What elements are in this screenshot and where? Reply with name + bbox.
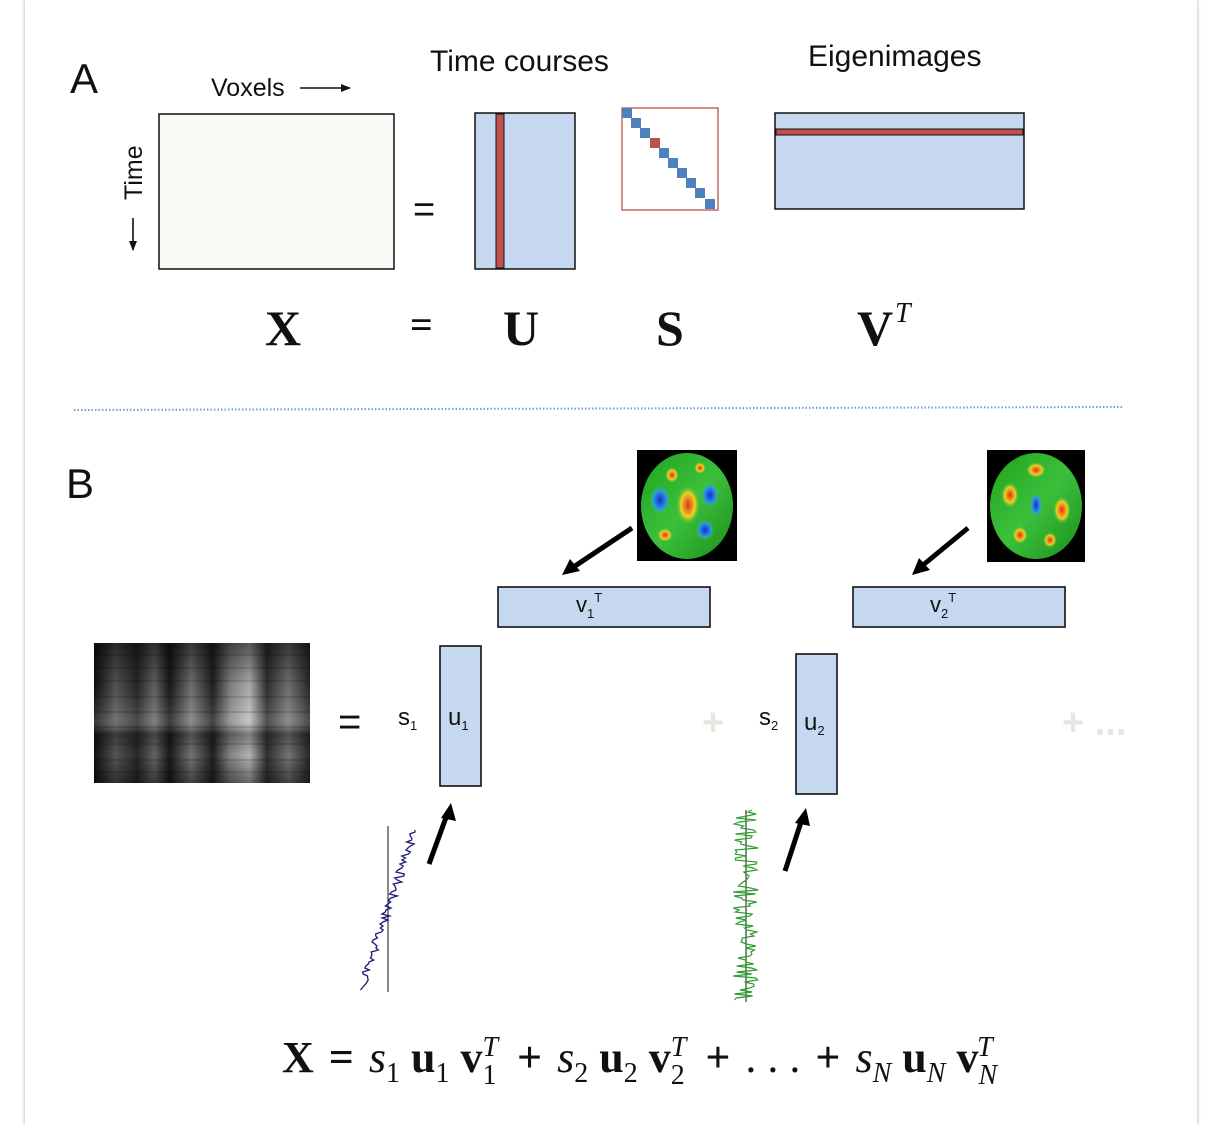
u-highlight-column <box>495 113 505 269</box>
panel-a-label: A <box>70 55 98 102</box>
arrow-tc2-to-u2 <box>782 818 805 872</box>
eq-x: X <box>265 300 301 356</box>
brain-image-1 <box>637 450 737 561</box>
s-diagonal <box>622 108 715 209</box>
panel-b-label: B <box>66 460 94 507</box>
eq-u: U <box>503 300 539 356</box>
bottom-formula: X = s1 u1 v1T + s2 u2 v2T + . . . + sN u… <box>282 1017 998 1092</box>
u-matrix <box>474 112 576 270</box>
panel-a-equals: = <box>413 189 435 231</box>
u2-label: u2 <box>804 709 825 738</box>
u2-box <box>795 653 838 795</box>
panel-b-equals: = <box>338 700 361 744</box>
u1-label: u1 <box>448 704 469 733</box>
timecourse-1-plot <box>359 826 416 992</box>
eigenimages-label: Eigenimages <box>808 40 981 73</box>
eq-v: V <box>857 300 893 356</box>
v1t-label: v1T <box>576 590 602 621</box>
s1-label: s1 <box>398 704 417 733</box>
v2t-box <box>852 586 1066 628</box>
timecourse-2-plot <box>732 809 760 1002</box>
time-courses-label: Time courses <box>430 45 609 78</box>
plus-1: + <box>702 702 724 744</box>
voxels-label: Voxels <box>211 74 285 102</box>
arrow-brain1-head <box>562 559 580 575</box>
u1-box <box>439 645 482 787</box>
panel-divider <box>73 406 1124 411</box>
data-matrix-x <box>158 113 395 270</box>
eq-equals: = <box>410 302 433 347</box>
v1t-box <box>497 586 711 628</box>
fmri-data-image <box>94 643 310 783</box>
eq-v-sup: T <box>895 298 913 329</box>
plus-more: + ... <box>1062 702 1126 744</box>
s2-label: s2 <box>759 704 778 733</box>
arrow-tc1-to-u1 <box>426 811 451 865</box>
eq-s: S <box>656 300 684 356</box>
arrow-brain2-to-v2 <box>915 526 970 572</box>
arrow-tc2-head <box>795 808 810 826</box>
v2t-label: v2T <box>930 590 956 621</box>
time-label: Time <box>120 145 148 200</box>
vt-matrix <box>774 112 1025 210</box>
brain-image-2 <box>987 450 1085 562</box>
arrow-brain2-head <box>912 558 930 575</box>
arrow-tc1-head <box>441 803 456 821</box>
arrow-brain1-to-v1 <box>564 525 634 575</box>
vt-highlight-row <box>775 128 1024 136</box>
